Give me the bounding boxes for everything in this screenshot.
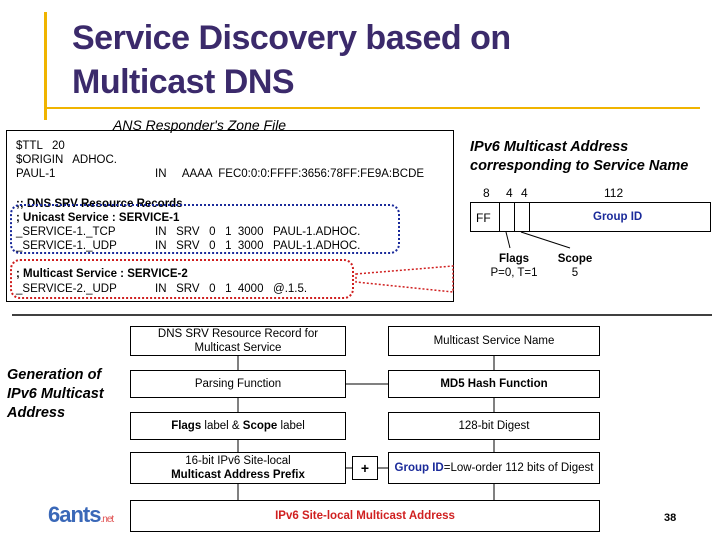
flags-scope-label-word-2: label [277,420,305,432]
flags-scope-label-box: Flags label & Scope label [130,412,346,440]
zone-srv2-udp-name: _SERVICE-2._UDP [16,283,117,295]
zone-file-caption: ANS Responder's Zone File [113,117,287,133]
zone-ttl-line: $TTL 20 [16,140,65,152]
flags-leader-line [505,231,511,249]
flags-scope-label-word-1: label & [201,420,243,432]
group-id-derivation-box: Group ID=Low-order 112 bits of Digest [388,452,600,484]
prefix-line-1: 16-bit IPv6 Site-local [185,455,291,467]
flags-scope-flags-word: Flags [171,420,202,432]
logo-sub-text: .net [100,514,114,525]
flags-scope-scope-word: Scope [242,420,278,432]
scope-annotation-label: Scope [557,253,593,265]
zone-srv2-udp-record: IN SRV 0 1 4000 @.1.5. [155,283,308,295]
result-address-box: IPv6 Site-local Multicast Address [130,500,600,532]
title-line-1: Service Discovery based on [72,19,511,57]
scope-leader-line [520,231,571,249]
field-groupid-box [529,202,711,232]
slide-title: Service Discovery based on Multicast DNS [72,16,511,104]
logo-main-text: 6ants [48,502,101,527]
zone-host-name: PAUL-1 [16,168,56,180]
group-id-derivation-text: =Low-order 112 bits of Digest [443,462,594,474]
sixants-logo: 6ants.net [48,502,114,528]
md5-hash-function-box: MD5 Hash Function [388,370,600,398]
field-ff-label: FF [476,211,491,225]
flags-annotation-label: Flags [498,253,530,265]
generation-caption-line-3: Address [7,405,66,421]
unicast-highlight-oval [10,204,400,254]
zone-origin-line: $ORIGIN ADHOC. [16,154,117,166]
accent-vertical-bar [44,12,47,120]
flags-annotation-value: P=0, T=1 [490,267,538,279]
ipv6-caption-line-2: corresponding to Service Name [470,158,689,174]
ipv6-caption: IPv6 Multicast Address corresponding to … [470,138,688,176]
generation-caption: Generation of IPv6 Multicast Address [7,366,104,423]
generation-caption-line-1: Generation of [7,367,102,383]
multicast-service-name-box: Multicast Service Name [388,326,600,356]
flags-callout-arrow [355,265,454,293]
scope-annotation-value: 5 [571,267,579,279]
dns-srv-record-line-2: Multicast Service [194,342,282,354]
bits-label-112: 112 [604,186,624,200]
accent-horizontal-bar [44,107,700,109]
bits-label-8: 8 [483,186,490,200]
digest-box: 128-bit Digest [388,412,600,440]
group-id-derivation-keyword: Group ID [394,462,444,474]
dns-srv-record-box: DNS SRV Resource Record for Multicast Se… [130,326,346,356]
zone-srv1-udp-name: _SERVICE-1._UDP [16,240,117,252]
flags-annotation: Flags P=0, T=1 [483,252,545,280]
bits-label-4b: 4 [521,186,528,200]
zone-srv1-tcp-name: _SERVICE-1._TCP [16,226,116,238]
field-groupid-label: Group ID [593,211,643,223]
zone-host-record: IN AAAA FEC0:0:0:FFFF:3656:78FF:FE9A:BCD… [155,168,425,180]
page-number: 38 [664,512,677,524]
plus-symbol: + [352,456,378,480]
ipv6-caption-line-1: IPv6 Multicast Address [470,139,629,155]
zone-multicast-comment: ; Multicast Service : SERVICE-2 [16,268,188,280]
zone-file-box [6,130,454,302]
scope-annotation: Scope 5 [553,252,597,280]
generation-caption-line-2: IPv6 Multicast [7,386,104,402]
prefix-line-2: Multicast Address Prefix [171,469,305,481]
bits-label-4a: 4 [506,186,513,200]
multicast-highlight-oval [10,259,354,299]
parsing-function-box: Parsing Function [130,370,346,398]
zone-srv1-udp-record: IN SRV 0 1 3000 PAUL-1.ADHOC. [155,240,361,252]
title-line-2: Multicast DNS [72,63,295,101]
zone-srv1-tcp-record: IN SRV 0 1 3000 PAUL-1.ADHOC. [155,226,361,238]
field-ff-box [470,202,500,232]
zone-unicast-comment: ; Unicast Service : SERVICE-1 [16,212,180,224]
prefix-box: 16-bit IPv6 Site-local Multicast Address… [130,452,346,484]
dns-srv-record-line-1: DNS SRV Resource Record for [157,328,319,340]
